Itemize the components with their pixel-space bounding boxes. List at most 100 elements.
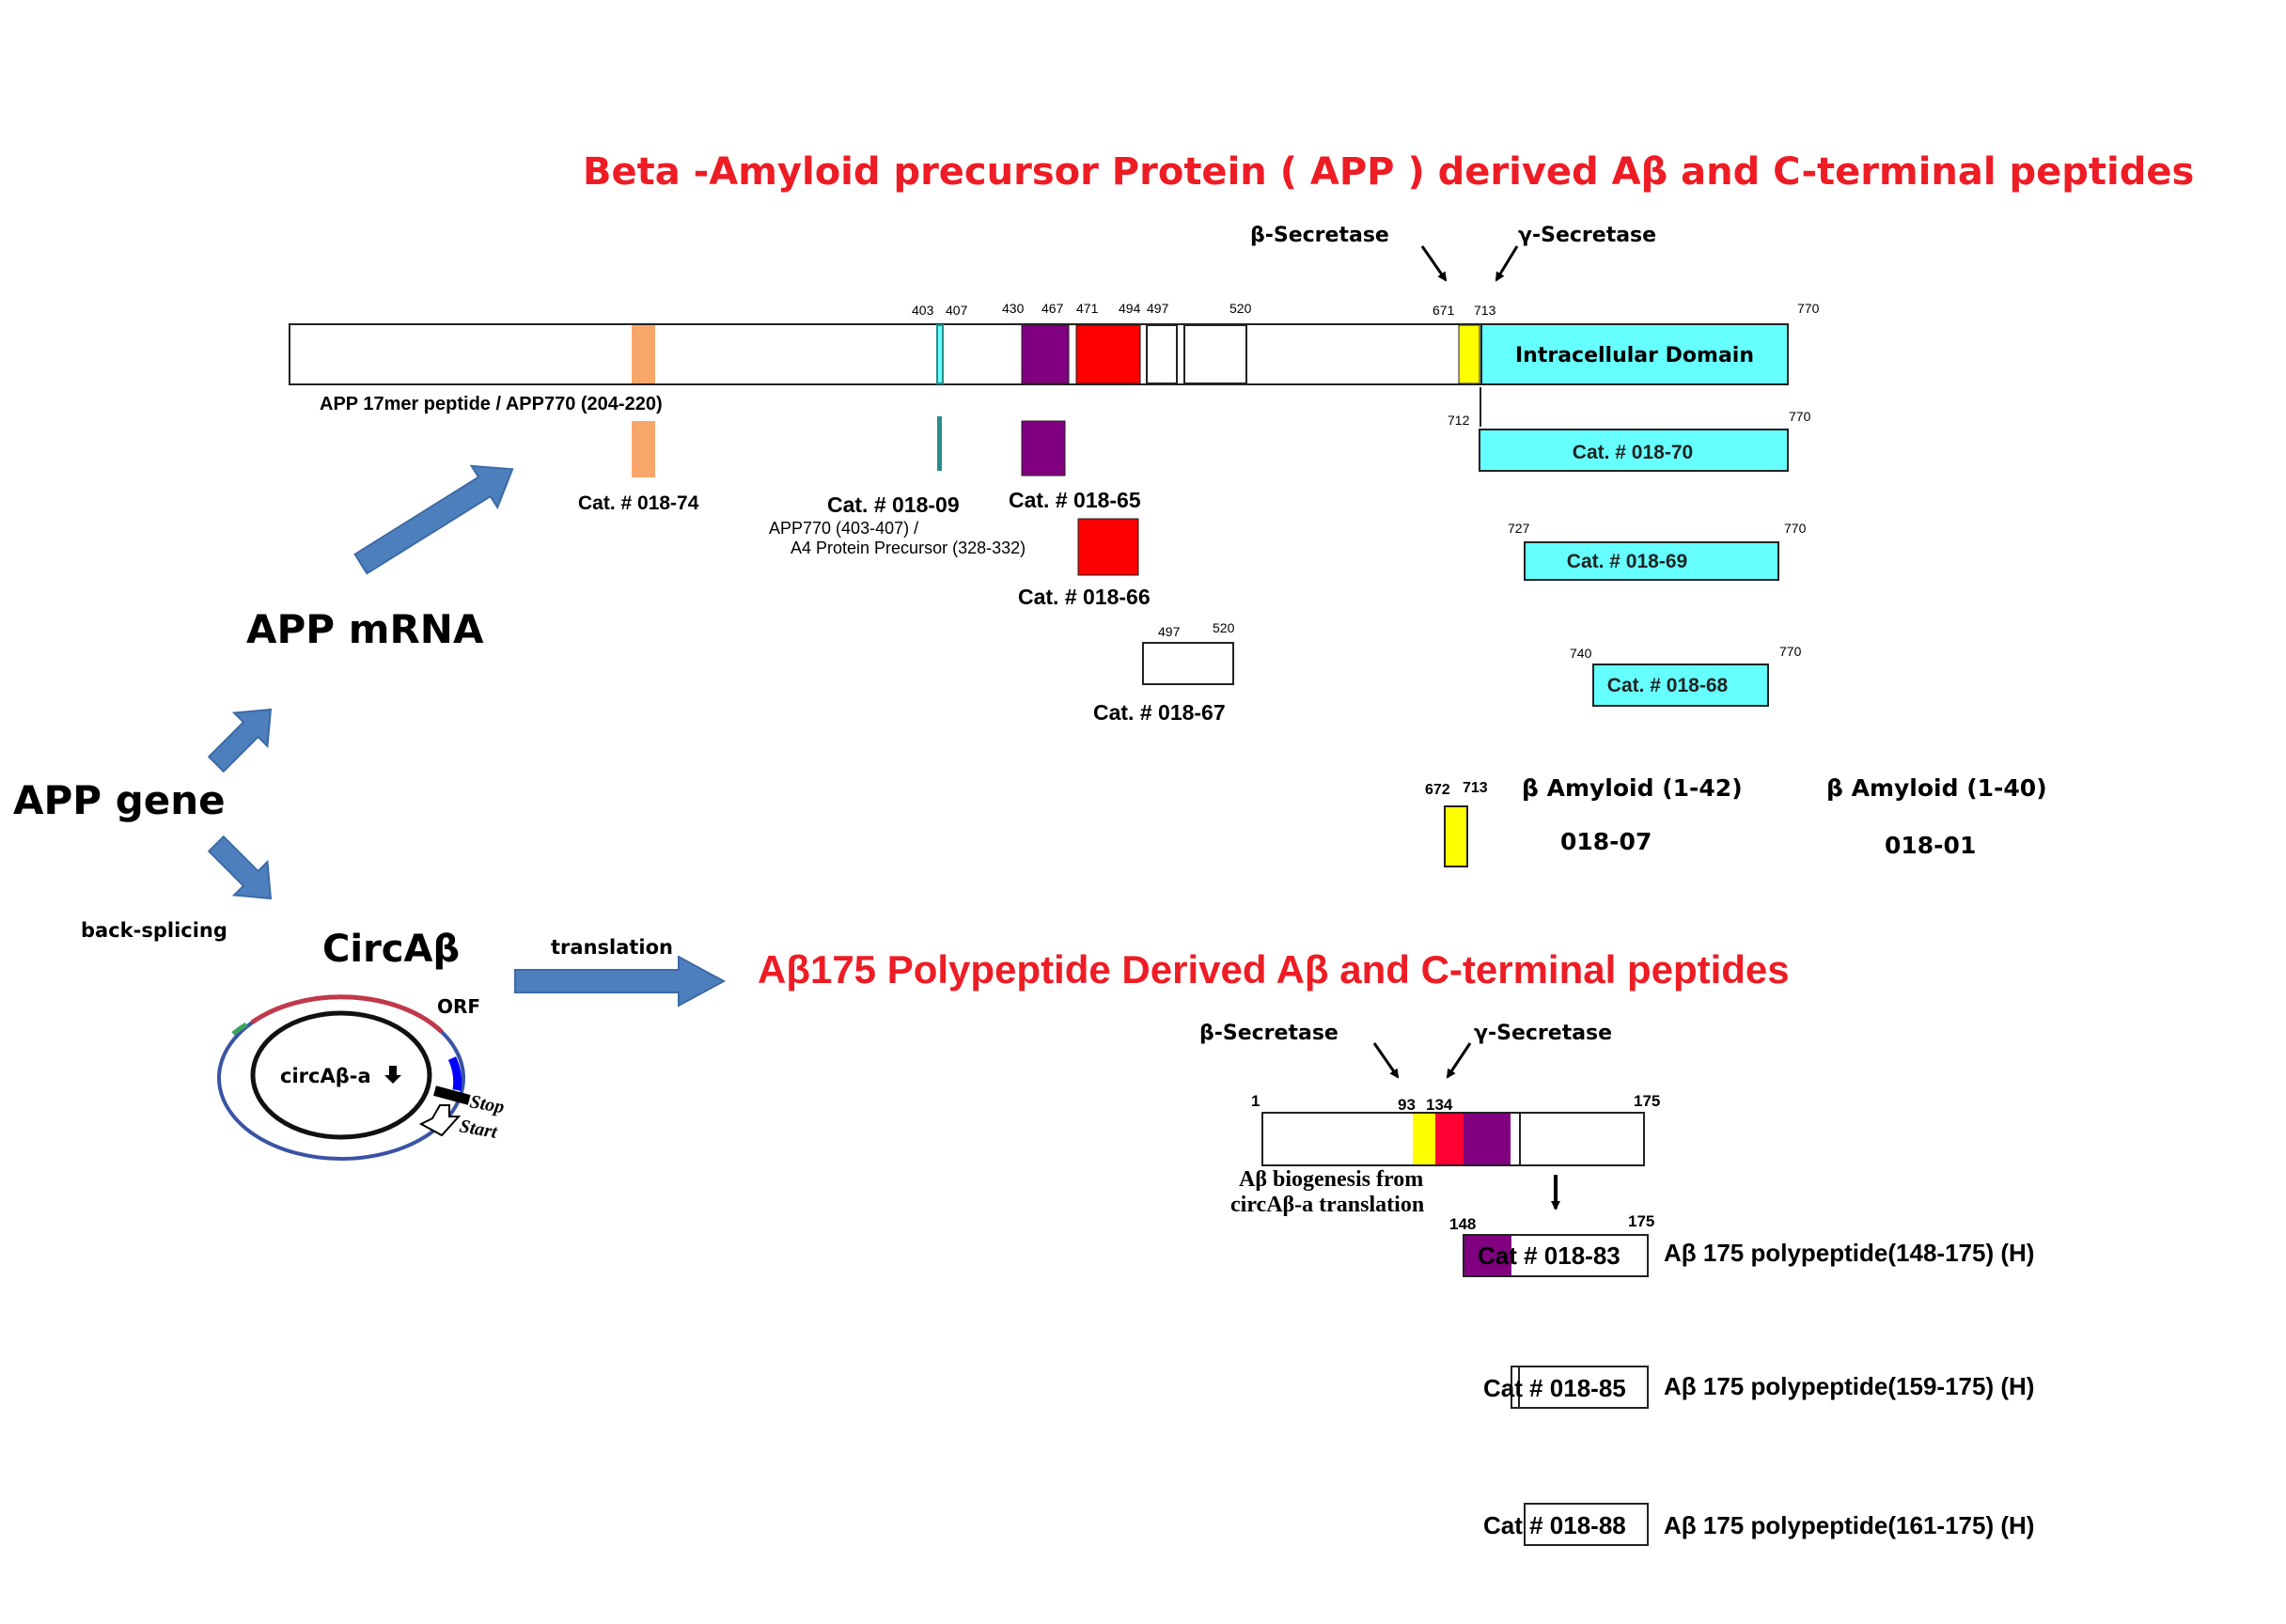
ab175-purple-segment [1464,1114,1511,1164]
circ-down-arrow-icon [384,1066,401,1084]
cat-018-09-label: Cat. # 018-09 [827,492,960,517]
title-cterminal: C-terminal [1773,150,1996,194]
pos-497: 497 [1147,301,1169,316]
title-paren-open: ( [1280,150,1297,194]
fragment-70-start: 712 [1448,413,1470,428]
pos-430: 430 [1002,301,1025,316]
ab175-biogenesis-line2: circAβ-a translation [1230,1193,1424,1217]
circ-inner-ring [250,1010,432,1140]
app-430-467-segment [1021,324,1070,384]
circ-blue-start [447,1056,462,1091]
fragment-018-88-box [1524,1503,1649,1546]
app-position-labels: 403 407 430 467 471 494 497 520 671 713 … [912,301,1820,318]
amyloid-cat-018-07: 018-07 [1560,828,1652,855]
ab175-red-segment [1435,1114,1464,1164]
pos-770: 770 [1797,301,1820,316]
title-beta: Beta [583,150,681,194]
circ-start-label: Start [458,1116,500,1143]
amyloid-cat-018-01: 018-01 [1885,832,1976,859]
pos-403: 403 [912,303,934,318]
ab175-title: Aβ175 Polypeptide Derived Aβ and C-termi… [758,947,1790,992]
title-paren-close: ) [1407,150,1424,194]
title-peptides: peptides [2010,150,2195,194]
ab175-yellow-segment [1413,1114,1435,1164]
intracellular-domain-box [1480,323,1789,385]
pos-494: 494 [1119,301,1141,316]
translation-label: translation [551,936,673,959]
pos-520: 520 [1229,301,1252,316]
fragment-018-83-purple [1464,1236,1511,1275]
fragment-68-end: 770 [1779,644,1802,659]
circ-green-mark [231,1022,248,1036]
fragment-69-start: 727 [1508,521,1530,536]
fragment-67-end: 520 [1213,620,1235,635]
app-403-407-segment [936,324,944,384]
ab175-f83-end: 175 [1628,1212,1654,1230]
app-mrna-label: APP mRNA [246,606,484,652]
amyloid-end: 713 [1463,780,1488,796]
amyloid-1-42-label: β Amyloid (1-42) [1522,774,1743,802]
fragment-67-start: 497 [1158,624,1181,639]
ab175-pos-93: 93 [1398,1096,1416,1114]
cat-018-70-label: Cat. # 018-70 [1573,442,1693,463]
app-gene-label: APP gene [13,777,226,823]
fragment-018-70-box [1479,429,1789,472]
circ-inner-label: circAβ-a [280,1065,371,1087]
cat-018-83-label: Cat # 018-83 [1478,1241,1621,1270]
app770-403-407-label: APP770 (403-407) / [769,519,918,538]
amyloid-box [1444,805,1468,867]
fragment-018-85-box [1511,1366,1649,1409]
cat-018-69-label: Cat. # 018-69 [1567,551,1687,572]
pos-471: 471 [1076,301,1099,316]
cat-018-88-label: Cat # 018-88 [1483,1511,1626,1539]
app-amyloid-segment [1458,324,1480,384]
desc-018-83: Aβ 175 polypeptide(148-175) (H) [1664,1239,2034,1267]
circ-orf-red-arc [250,994,444,1034]
title-app: APP [1310,150,1395,194]
app-protein-bar [289,323,1495,385]
cat-018-66-label: Cat. # 018-66 [1018,585,1151,609]
circ-start-arrow-icon [418,1104,462,1137]
cat-018-67-label: Cat. # 018-67 [1093,700,1226,725]
fragment-018-66-box [1077,518,1139,576]
app-17mer-label: APP 17mer peptide / APP770 (204-220) [320,394,663,414]
fragment-018-09-box [937,416,942,471]
desc-018-88: Aβ 175 polypeptide(161-175) (H) [1664,1511,2034,1539]
beta-secretase-label: β-Secretase [1250,224,1389,247]
ab175-gamma-arrow [1446,1042,1472,1079]
arrow-translation [514,955,727,1007]
arrow-mrna-to-protein [353,464,514,575]
fragment-018-74-box [632,421,655,477]
title-derived: derived Aβ and [1438,150,1761,194]
pos-713: 713 [1474,303,1496,318]
beta-secretase-arrow [1420,245,1448,282]
arrow-gene-to-circ [207,835,273,900]
back-splicing-label: back-splicing [81,919,227,942]
app-497-segment [1146,324,1178,384]
fragment-69-end: 770 [1784,521,1807,536]
gamma-secretase-label: γ-Secretase [1518,224,1656,247]
cat-018-85-label: Cat # 018-85 [1483,1374,1626,1402]
desc-018-85: Aβ 175 polypeptide(159-175) (H) [1664,1372,2034,1400]
ab175-beta-arrow [1372,1042,1400,1079]
title-amyloid: -Amyloid precursor Protein [694,150,1267,194]
ab175-pos-1: 1 [1251,1092,1260,1110]
ab175-beta-secretase-label: β-Secretase [1199,1022,1339,1045]
ab175-f83-start: 148 [1449,1215,1476,1233]
app-17mer-segment [632,325,655,383]
fragment-018-67-box [1142,642,1234,685]
fragment-68-start: 740 [1570,646,1592,661]
circ-ab-label: CircAβ [322,928,460,971]
cat-018-68-label: Cat. # 018-68 [1607,675,1729,696]
arrow-gene-to-mrna [207,708,273,773]
pos-467: 467 [1041,301,1064,316]
a4-precursor-label: A4 Protein Precursor (328-332) [791,539,1026,557]
amyloid-start: 672 [1425,782,1450,798]
app-471-494-segment [1075,324,1141,384]
app-520-segment [1183,324,1247,384]
intracellular-domain-label: Intracellular Domain [1515,344,1754,367]
pos-407: 407 [946,303,968,318]
cat-018-74-label: Cat. # 018-74 [578,492,699,514]
